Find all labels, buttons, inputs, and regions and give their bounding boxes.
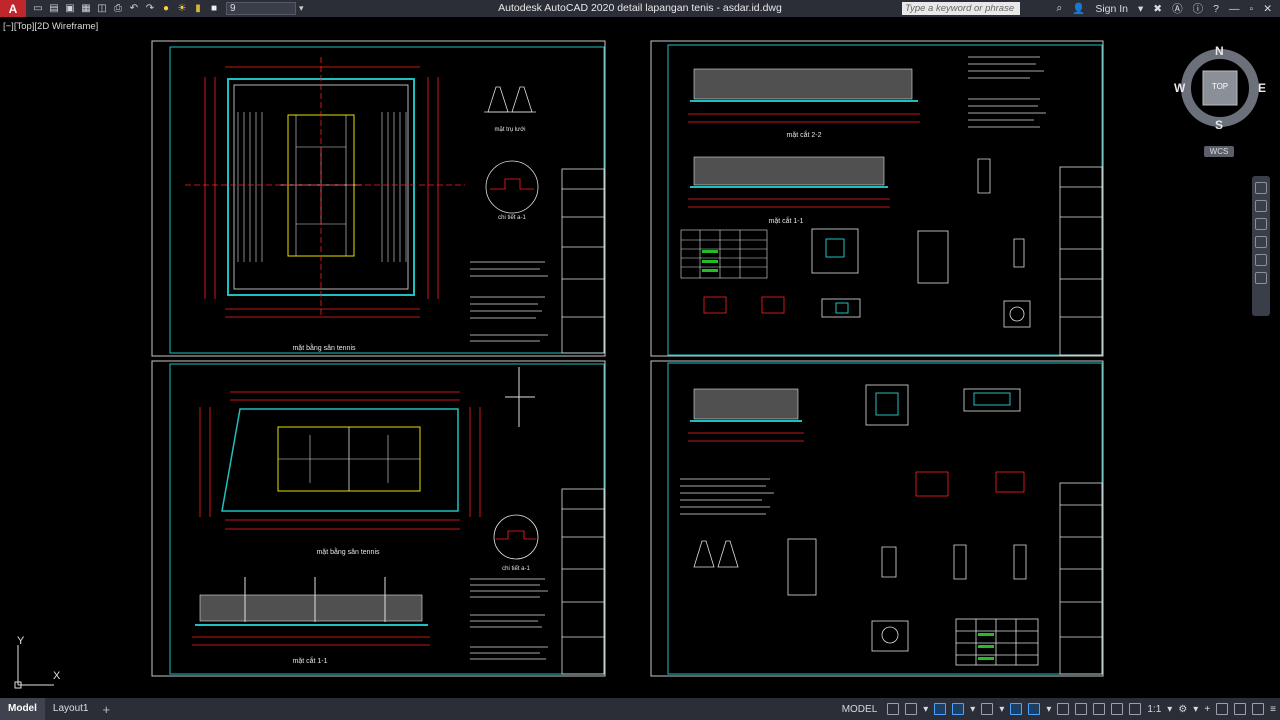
plot-icon[interactable]: ⎙ (114, 2, 122, 14)
save-as-icon[interactable]: ▦ (81, 2, 91, 14)
viewcube-ring (1181, 49, 1259, 127)
viewcube-top-face[interactable]: TOP (1211, 82, 1229, 91)
snap-icon[interactable] (905, 703, 918, 715)
detail-title-a: chi tiết a-1 (498, 215, 526, 221)
isolate-icon[interactable] (1216, 703, 1229, 715)
autodesk-a360-icon[interactable]: Ⓐ (1172, 3, 1183, 15)
polar-icon[interactable] (952, 703, 965, 715)
hardware-accel-icon[interactable] (1234, 703, 1247, 715)
viewcube[interactable]: N S W E TOP (1174, 44, 1266, 132)
selection-cycling-icon[interactable] (1093, 703, 1106, 715)
application-menu-button[interactable]: A (0, 0, 26, 17)
compass-n[interactable]: N (1215, 44, 1224, 58)
showmotion-icon[interactable] (1255, 254, 1267, 266)
compass-s[interactable]: S (1215, 118, 1224, 132)
drawing-canvas[interactable]: mặt bằng sân tennis mặt trụ lưới chi tiế… (0, 17, 1280, 698)
zoom-icon[interactable] (1255, 218, 1267, 230)
viewport-controls[interactable]: [−][Top][2D Wireframe] (3, 21, 99, 32)
court-plan-bottom (199, 367, 535, 530)
isodraft-icon[interactable] (981, 703, 994, 715)
ortho-icon[interactable] (934, 703, 947, 715)
cad-drawing: mặt bằng sân tennis mặt trụ lưới chi tiế… (151, 40, 1104, 677)
section-title-11: mặt cắt 1-1 (292, 656, 327, 665)
plan-title-top: mặt bằng sân tennis (292, 343, 356, 352)
ucs-y-label: Y (17, 635, 25, 647)
title-bar: A ▭ ▤ ▣ ▦ ◫ ⎙ ↶ ↷ ● ☀ ▮ ■ 9 ▾ Autodesk A… (0, 0, 1280, 17)
save-icon[interactable]: ▣ (65, 2, 75, 14)
orbit-icon[interactable] (1255, 236, 1267, 248)
section-title-11-right: mặt cắt 1-1 (768, 216, 803, 225)
compass-e[interactable]: E (1258, 81, 1267, 95)
osnap-dropdown-icon[interactable]: ▾ (1046, 703, 1052, 715)
gear-dropdown-icon[interactable]: ▾ (1193, 703, 1199, 715)
snap-dropdown-icon[interactable]: ▾ (923, 703, 929, 715)
court-plan-top (185, 57, 465, 318)
navigation-bar (1252, 176, 1270, 316)
steering-wheel-icon[interactable] (1255, 182, 1267, 194)
cart-icon[interactable]: ▾ (1138, 2, 1144, 15)
annotation-visibility-icon[interactable] (1111, 703, 1124, 715)
status-bar: Model Layout1 + MODEL ▾ ▾ ▾ ▾ 1:1 ▾ ⚙ ▾ … (0, 698, 1280, 720)
object-snap-tracking-icon[interactable] (1010, 703, 1023, 715)
user-icon[interactable]: 👤 (1072, 3, 1086, 15)
undo-icon[interactable]: ↶ (129, 2, 139, 14)
quick-access-toolbar: ▭ ▤ ▣ ▦ ◫ ⎙ ↶ ↷ ● ☀ ▮ ■ (32, 3, 220, 15)
clean-screen-icon[interactable] (1252, 703, 1265, 715)
tab-model[interactable]: Model (0, 698, 45, 720)
nav-extra-icon[interactable] (1255, 272, 1267, 284)
plus-icon[interactable]: + (1204, 703, 1211, 715)
minimize-icon[interactable]: — (1228, 2, 1240, 15)
annotation-scale-icon[interactable] (1129, 703, 1142, 715)
help-icon[interactable]: ⓘ (1192, 3, 1204, 15)
object-snap-icon[interactable] (1028, 703, 1041, 715)
lightbulb-icon[interactable]: ● (162, 2, 170, 14)
sun-icon[interactable]: ☀ (177, 2, 187, 14)
help-button[interactable]: ? (1213, 2, 1219, 15)
ucs-axes (14, 645, 54, 689)
layer-dropdown[interactable]: 9 (226, 2, 296, 15)
polar-dropdown-icon[interactable]: ▾ (970, 703, 976, 715)
new-icon[interactable]: ▭ (33, 2, 43, 14)
ucs-icon: Y X (10, 635, 70, 690)
pan-icon[interactable] (1255, 200, 1267, 212)
transparency-icon[interactable] (1075, 703, 1088, 715)
close-icon[interactable]: ✕ (1263, 2, 1272, 15)
grid-icon[interactable] (887, 703, 900, 715)
isodraft-dropdown-icon[interactable]: ▾ (999, 703, 1005, 715)
search-icon[interactable]: ⌕ (1056, 2, 1063, 14)
compass-w[interactable]: W (1174, 81, 1186, 95)
exchange-icon[interactable]: ✖ (1153, 2, 1163, 15)
customize-menu-icon[interactable]: ≡ (1270, 703, 1276, 715)
chevron-down-icon[interactable]: ▾ (299, 3, 304, 13)
search-input[interactable]: Type a keyword or phrase (902, 2, 1020, 15)
gear-icon[interactable]: ⚙ (1178, 703, 1188, 715)
add-layout-icon[interactable]: + (102, 701, 111, 717)
layer-color-icon[interactable]: ■ (210, 2, 218, 14)
wcs-menu[interactable]: WCS (1204, 146, 1234, 157)
titlebar-right: ⌕ 👤 Sign In ▾ ✖ Ⓐ ⓘ ? — ▫ ✕ (1056, 1, 1280, 16)
plan-title-bottom: mặt bằng sân tennis (316, 547, 380, 556)
section-title-22: mặt cắt 2-2 (786, 130, 821, 139)
layer-value: 9 (230, 3, 236, 14)
ucs-x-label: X (53, 670, 61, 682)
post-title: mặt trụ lưới (495, 127, 526, 133)
web-icon[interactable]: ◫ (97, 2, 107, 14)
redo-icon[interactable]: ↷ (145, 2, 155, 14)
lock-icon[interactable]: ▮ (195, 2, 201, 14)
sign-in-link[interactable]: Sign In (1095, 2, 1129, 15)
scale-dropdown-icon[interactable]: ▾ (1167, 703, 1173, 715)
detail-title-b: chi tiết a-1 (502, 566, 530, 572)
open-icon[interactable]: ▤ (49, 2, 59, 14)
status-tools: MODEL ▾ ▾ ▾ ▾ 1:1 ▾ ⚙ ▾ + ≡ (838, 698, 1280, 720)
model-space-button[interactable]: MODEL (841, 703, 878, 715)
lineweight-icon[interactable] (1057, 703, 1070, 715)
annotation-scale-value[interactable]: 1:1 (1147, 703, 1162, 715)
tab-layout1[interactable]: Layout1 (52, 703, 89, 714)
maximize-icon[interactable]: ▫ (1249, 2, 1254, 15)
